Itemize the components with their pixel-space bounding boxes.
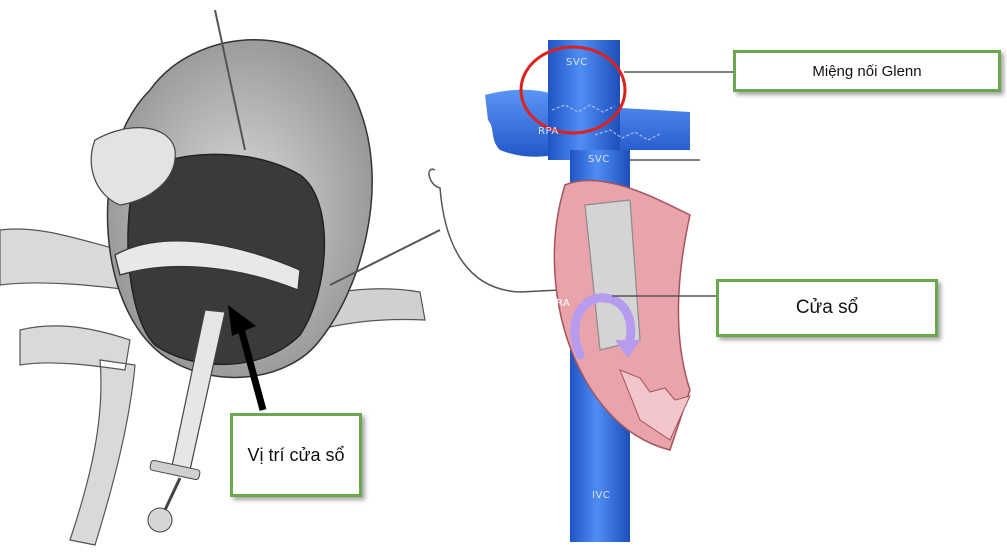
- callout-window-label: Cửa sổ: [796, 297, 858, 319]
- callout-glenn-label: Miệng nối Glenn: [812, 63, 921, 80]
- tag-ivc: IVC: [592, 490, 610, 501]
- callout-window: Cửa sổ: [716, 279, 938, 337]
- callout-window-position: Vị trí cửa sổ: [230, 413, 362, 497]
- tag-svc-mid: SVC: [588, 154, 610, 165]
- surgical-illustration: [0, 10, 440, 545]
- glenn-diagram: [429, 40, 733, 542]
- tag-rpa: RPA: [538, 126, 559, 137]
- callout-glenn-anastomosis: Miệng nối Glenn: [733, 50, 1001, 92]
- tag-ra: RA: [556, 298, 570, 309]
- callout-window-position-label: Vị trí cửa sổ: [247, 445, 344, 466]
- tag-svc-top: SVC: [566, 57, 588, 68]
